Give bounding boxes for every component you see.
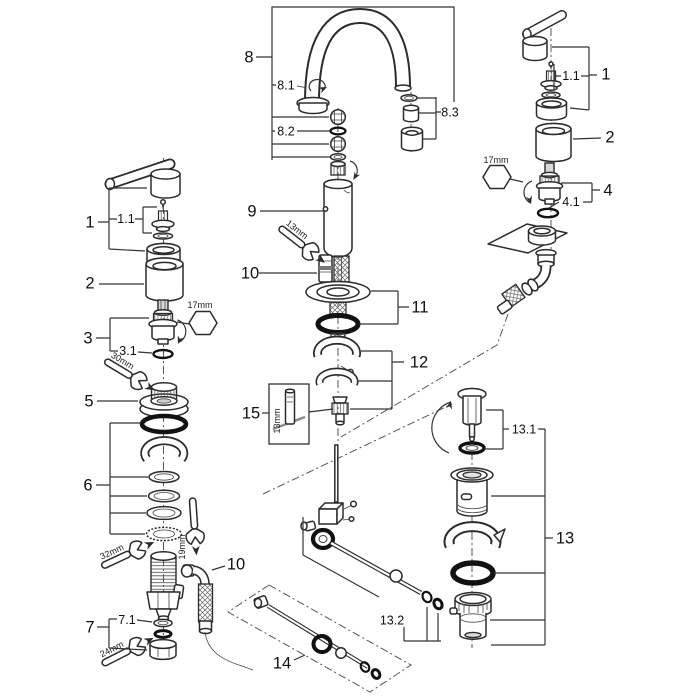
callout-13-1: 13.1 xyxy=(512,423,536,437)
callout-7-1: 7.1 xyxy=(118,613,135,627)
callout-5: 5 xyxy=(84,393,93,411)
link-line-to-popup-knob xyxy=(262,403,453,495)
part-5-mounting-flange xyxy=(139,382,189,418)
callout-10-center: 10 xyxy=(241,265,259,283)
part-8-2-aerator-stack xyxy=(329,108,361,182)
part-2-escutcheon-sleeve-left xyxy=(145,257,184,302)
callout-4-1: 4.1 xyxy=(562,195,579,209)
part-8-spout-group xyxy=(271,6,455,160)
callout-1-1-right: 1.1 xyxy=(562,69,579,83)
part-1-1-screw-cartridge-nut-left xyxy=(151,198,175,240)
part-10-supply-hose-bottom xyxy=(180,564,254,671)
part-3-1-oring xyxy=(152,348,174,360)
part-1-handle-left xyxy=(104,158,181,199)
part-8-1-retaining-clip xyxy=(296,78,329,94)
callout-7: 7 xyxy=(85,619,94,637)
hex-key-17mm-left-icon xyxy=(188,310,218,336)
wrench-19mm-label: 19mm xyxy=(177,534,187,559)
part-13-1-popup-knob xyxy=(431,387,487,455)
callout-leader-lines xyxy=(96,46,602,661)
side-valve-assembly xyxy=(487,223,568,315)
callout-8: 8 xyxy=(244,49,253,67)
callout-1-1-left: 1.1 xyxy=(117,212,134,226)
part-13-2-popup-linkage xyxy=(300,444,444,611)
part-9-faucet-body xyxy=(322,178,353,258)
socket-13mm-label: 13mm xyxy=(272,408,282,433)
part-6-seal-set xyxy=(139,413,189,542)
link-line-valve-to-body xyxy=(340,313,509,438)
part-1-1-screw-cartridge-nut-right xyxy=(540,61,562,99)
hex-key-17mm-right-icon xyxy=(482,164,512,190)
part-13-drain-set xyxy=(443,467,506,640)
callout-12: 12 xyxy=(410,354,428,372)
part-2-escutcheon-sleeve-right xyxy=(535,122,572,163)
part-15-service-tool-box xyxy=(268,383,310,445)
callout-4: 4 xyxy=(603,182,612,200)
callout-13: 13 xyxy=(556,530,574,548)
part-4-cartridge-right xyxy=(523,162,564,205)
part-11-rosette-and-oring xyxy=(305,280,371,335)
callout-8-3: 8.3 xyxy=(441,106,458,120)
callout-labels: 1 1.1 2 3 3.1 5 6 7 7.1 8 8.1 8.2 8.3 9 … xyxy=(83,49,614,673)
callout-10-bottom: 10 xyxy=(227,556,245,574)
callout-3: 3 xyxy=(83,330,92,348)
hex-17mm-right-label: 17mm xyxy=(483,155,508,165)
part-14-lift-rod-kit xyxy=(227,584,412,693)
callout-8-2: 8.2 xyxy=(277,125,294,139)
part-3-cartridge-left xyxy=(148,299,187,346)
callout-2-left: 2 xyxy=(85,275,94,293)
part-7-threaded-shank xyxy=(146,551,185,621)
callout-14: 14 xyxy=(273,655,291,673)
callout-1-left: 1 xyxy=(85,214,94,232)
part-4-1-oring xyxy=(536,207,560,219)
callout-13-2: 13.2 xyxy=(380,614,404,628)
callout-2-right: 2 xyxy=(605,129,614,147)
callout-6: 6 xyxy=(83,477,92,495)
part-12-mounting-set xyxy=(313,332,361,426)
callout-1-right: 1 xyxy=(601,66,610,84)
callout-9: 9 xyxy=(247,203,256,221)
part-8-3-end-aerator xyxy=(400,94,424,152)
callout-11: 11 xyxy=(411,299,428,317)
callout-15: 15 xyxy=(242,405,260,423)
part-7-1-washer-and-nut xyxy=(149,618,177,661)
callout-3-1: 3.1 xyxy=(119,344,136,358)
hex-17mm-left-label: 17mm xyxy=(187,300,212,310)
callout-8-1: 8.1 xyxy=(277,79,294,93)
part-1-handle-right xyxy=(522,10,567,62)
part-1-cap-ring-right xyxy=(535,97,568,121)
